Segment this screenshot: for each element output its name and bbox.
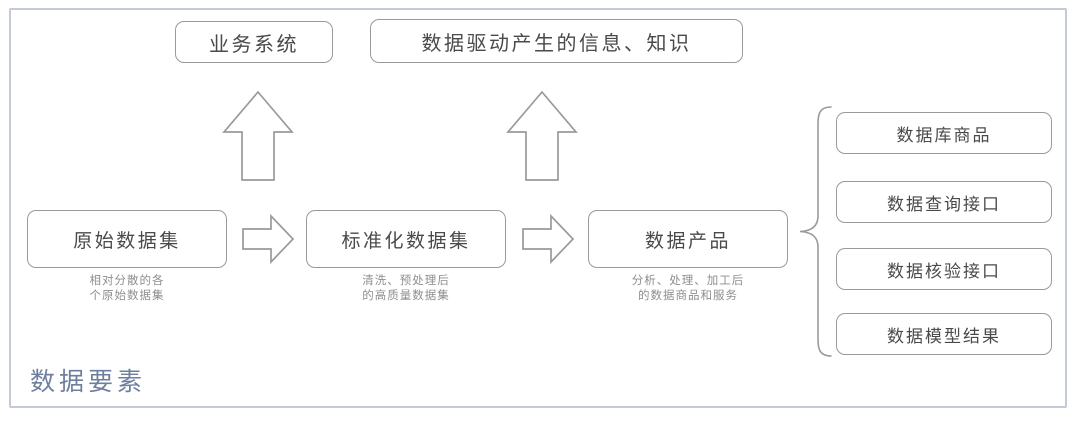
node-business-system-label: 业务系统	[209, 33, 299, 56]
right-arrow-raw-to-standard	[242, 213, 295, 265]
node-data-product[interactable]: 数据产品	[588, 210, 788, 268]
node-standardized-dataset-label: 标准化数据集	[341, 230, 471, 252]
up-arrow-business-system	[222, 90, 294, 181]
node-data-product-caption: 分析、处理、加工后 的数据商品和服务	[631, 275, 745, 302]
node-query-api-label: 数据查询接口	[887, 194, 1001, 214]
node-model-result[interactable]: 数据模型结果	[836, 313, 1052, 355]
node-query-api[interactable]: 数据查询接口	[836, 181, 1052, 223]
node-verification-api-label: 数据核验接口	[887, 261, 1001, 281]
node-data-driven-info-label: 数据驱动产生的信息、知识	[421, 32, 692, 55]
node-model-result-label: 数据模型结果	[887, 326, 1001, 346]
node-standardized-dataset-caption: 清洗、预处理后 的高质量数据集	[362, 275, 450, 302]
node-database-goods-label: 数据库商品	[896, 125, 992, 145]
node-raw-dataset-caption: 相对分散的各 个原始数据集	[89, 275, 165, 302]
right-arrow-standard-to-product	[522, 213, 575, 265]
up-arrow-data-driven-info	[506, 90, 578, 181]
node-raw-dataset[interactable]: 原始数据集	[27, 210, 227, 268]
node-data-driven-info[interactable]: 数据驱动产生的信息、知识	[370, 19, 743, 63]
node-business-system[interactable]: 业务系统	[175, 21, 333, 63]
node-data-product-label: 数据产品	[644, 230, 731, 252]
node-verification-api[interactable]: 数据核验接口	[836, 248, 1052, 290]
node-raw-dataset-label: 原始数据集	[73, 230, 181, 252]
section-title: 数据要素	[30, 369, 147, 396]
curly-brace-data-product	[799, 106, 832, 357]
node-database-goods[interactable]: 数据库商品	[836, 112, 1052, 154]
node-standardized-dataset[interactable]: 标准化数据集	[306, 210, 506, 268]
